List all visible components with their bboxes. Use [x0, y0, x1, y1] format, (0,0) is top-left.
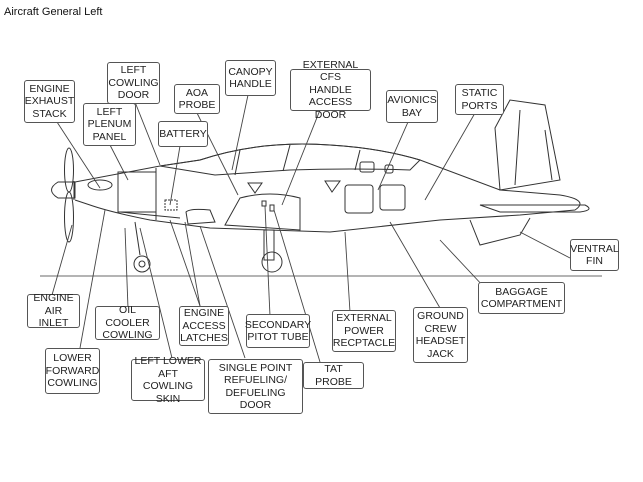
callout-left-lower-aft-cowling-skin: LEFT LOWER AFT COWLING SKIN [131, 355, 205, 405]
callout-engine-air-inlet: ENGINE AIR INLET [27, 292, 80, 329]
callout-tat-probe: TAT PROBE [303, 362, 364, 389]
landing-gear [133, 221, 283, 273]
callout-engine-access-latches: ENGINE ACCESS LATCHES [179, 306, 229, 346]
callout-engine-exhaust-stack: ENGINE EXHAUST STACK [24, 80, 75, 123]
callout-battery: BATTERY [158, 121, 208, 147]
callout-static-ports: STATIC PORTS [455, 84, 504, 115]
callout-left-plenum-panel: LEFT PLENUM PANEL [83, 103, 136, 146]
callout-secondary-pitot-tube: SECONDARY PITOT TUBE [245, 314, 311, 348]
callout-external-cfs-handle-access-door: EXTERNAL CFS HANDLE ACCESS DOOR [290, 59, 371, 121]
callout-lower-forward-cowling: LOWER FORWARD COWLING [45, 348, 100, 394]
callout-canopy-handle: CANOPY HANDLE [225, 60, 276, 96]
callout-single-point-refueling-defueling-door: SINGLE POINT REFUELING/ DEFUELING DOOR [208, 359, 303, 414]
fuselage [74, 99, 590, 246]
callout-ground-crew-headset-jack: GROUND CREW HEADSET JACK [413, 307, 468, 363]
callout-avionics-bay: AVIONICS BAY [386, 90, 438, 123]
propeller [51, 147, 76, 243]
callout-ventral-fin: VENTRAL FIN [570, 239, 619, 271]
page-title: Aircraft General Left [4, 6, 103, 18]
callout-oil-cooler-cowling: OIL COOLER COWLING [95, 304, 160, 341]
callout-aoa-probe: AOA PROBE [174, 84, 220, 114]
callout-external-power-recptacle: EXTERNAL POWER RECPTACLE [332, 310, 396, 352]
callout-baggage-compartment: BAGGAGE COMPARTMENT [478, 282, 565, 314]
callout-left-cowling-door: LEFT COWLING DOOR [107, 62, 160, 104]
